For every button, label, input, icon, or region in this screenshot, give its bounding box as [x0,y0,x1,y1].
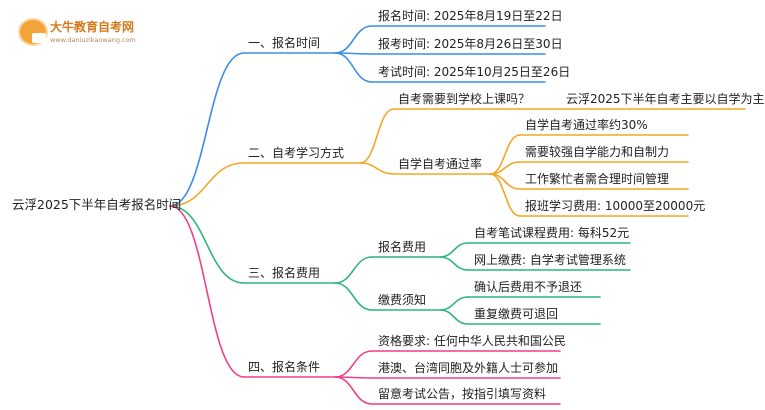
connector-b3-fee-leaf-1 [439,242,469,258]
leaf-time-management: 工作繁忙者需合理时间管理 [525,172,670,186]
leaf-no-refund: 确认后费用不予退还 [474,280,583,294]
root-topic: 云浮2025下半年自考报名时间 [12,197,182,212]
connector-root-branch-2 [169,162,245,207]
connector-b2-question [359,108,395,164]
leaf-pass-rate-value: 自学自考通过率约30% [525,118,648,132]
leaf-follow-notice: 留意考试公告，按指引填写资料 [378,387,547,401]
branch-registration-time: 一、报名时间 [248,36,321,50]
branch-registration-fee: 三、报名费用 [248,266,321,280]
leaf-citizen-requirement: 资格要求: 任何中华人民共和国公民 [378,334,566,348]
connector-b1-leaf-1 [334,25,373,54]
leaf-course-fee: 自考笔试课程费用: 每科52元 [474,226,630,240]
connector-b2-passrate [359,162,395,175]
node-pass-rate: 自学自考通过率 [398,157,483,171]
connector-b1-leaf-3 [334,52,373,83]
connector-b3-notice [334,282,373,311]
connector-b2-passrate-leaf-1 [489,134,521,175]
connector-root-branch-3 [169,205,245,284]
connector-root-branch-1 [169,52,245,207]
connector-b3-fee-leaf-2 [439,256,469,271]
site-logo: 大牛教育自考网 www.daniuzikaowang.com [12,12,157,48]
branch-eligibility: 四、报名条件 [248,360,321,374]
connector-b3-notice-leaf-1 [439,296,469,311]
leaf-online-payment: 网上缴费: 自学考试管理系统 [474,253,626,267]
connector-b3-notice-leaf-2 [439,309,469,325]
connector-b2-passrate-leaf-4 [489,173,521,217]
branch-study-method: 二、自考学习方式 [248,146,345,160]
connector-b4-leaf-1 [334,350,373,378]
leaf-self-discipline: 需要较强自学能力和自制力 [525,145,670,159]
connector-b3-fee [334,256,373,284]
leaf-hk-tw-foreign: 港澳、台湾同胞及外籍人士可参加 [378,361,559,375]
logo-title: 大牛教育自考网 [50,20,135,34]
connector-root-branch-4 [169,205,245,378]
leaf-exam-period: 考试时间: 2025年10月25日至26日 [378,65,571,79]
node-payment-notice: 缴费须知 [378,293,427,307]
leaf-registration-period: 报名时间: 2025年8月19日至22日 [378,9,563,23]
leaf-duplicate-refund: 重复缴费可退回 [474,307,559,321]
leaf-self-study-main: 云浮2025下半年自考主要以自学为主 [566,92,765,106]
book-icon [18,18,48,46]
node-attend-school-question: 自考需要到学校上课吗？ [398,92,531,106]
node-fee: 报名费用 [378,240,427,254]
connector-b4-leaf-3 [334,376,373,405]
logo-url: www.daniuzikaowang.com [50,36,136,44]
leaf-apply-period: 报考时间: 2025年8月26日至30日 [378,37,563,51]
leaf-class-fee: 报班学习费用: 10000至20000元 [525,199,706,213]
